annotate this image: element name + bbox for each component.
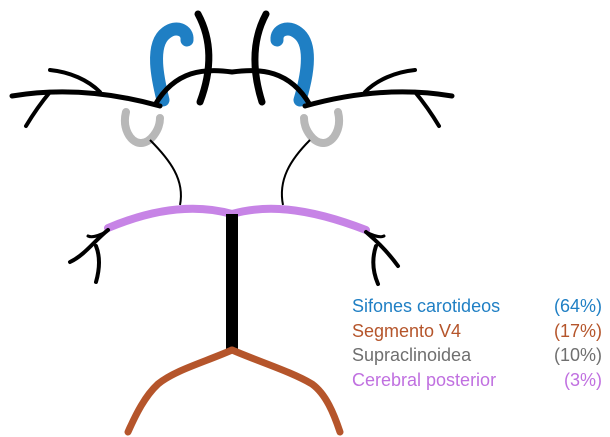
right-mca-branch-lower	[415, 92, 439, 126]
left-posterior-cerebral	[108, 209, 232, 228]
right-supraclinoid	[304, 112, 339, 143]
anterior-arch	[155, 71, 310, 105]
legend-percent: (10%)	[554, 345, 602, 366]
right-carotid-stem	[255, 14, 266, 102]
left-carotid-siphon	[157, 29, 188, 100]
legend-row-v4: Segmento V4 (17%)	[352, 321, 602, 346]
right-pca-branch-b	[373, 246, 378, 284]
legend-label: Cerebral posterior	[352, 370, 496, 391]
legend-label: Segmento V4	[352, 321, 461, 342]
left-mca-branch-upper	[50, 70, 100, 92]
right-v4-segment	[232, 350, 340, 432]
legend-label: Supraclinoidea	[352, 345, 471, 366]
left-middle-cerebral	[12, 92, 160, 106]
legend-percent: (3%)	[564, 370, 602, 391]
left-mca-branch-lower	[26, 92, 50, 126]
legend-percent: (64%)	[554, 296, 602, 317]
left-supraclinoid	[125, 112, 160, 143]
legend: Sifones carotideos (64%) Segmento V4 (17…	[352, 296, 602, 394]
left-carotid-stem	[198, 14, 209, 102]
legend-row-carotid: Sifones carotideos (64%)	[352, 296, 602, 321]
left-v4-segment	[128, 350, 232, 432]
right-posterior-communicating	[282, 140, 310, 205]
left-pca-branch-b	[96, 246, 99, 282]
legend-row-supraclinoid: Supraclinoidea (10%)	[352, 345, 602, 370]
right-mca-branch-upper	[365, 70, 415, 92]
legend-row-posterior-cerebral: Cerebral posterior (3%)	[352, 370, 602, 395]
right-posterior-cerebral	[232, 209, 366, 230]
right-middle-cerebral	[305, 92, 452, 106]
legend-label: Sifones carotideos	[352, 296, 500, 317]
left-posterior-communicating	[150, 140, 181, 205]
legend-percent: (17%)	[554, 321, 602, 342]
right-carotid-siphon	[277, 29, 307, 100]
